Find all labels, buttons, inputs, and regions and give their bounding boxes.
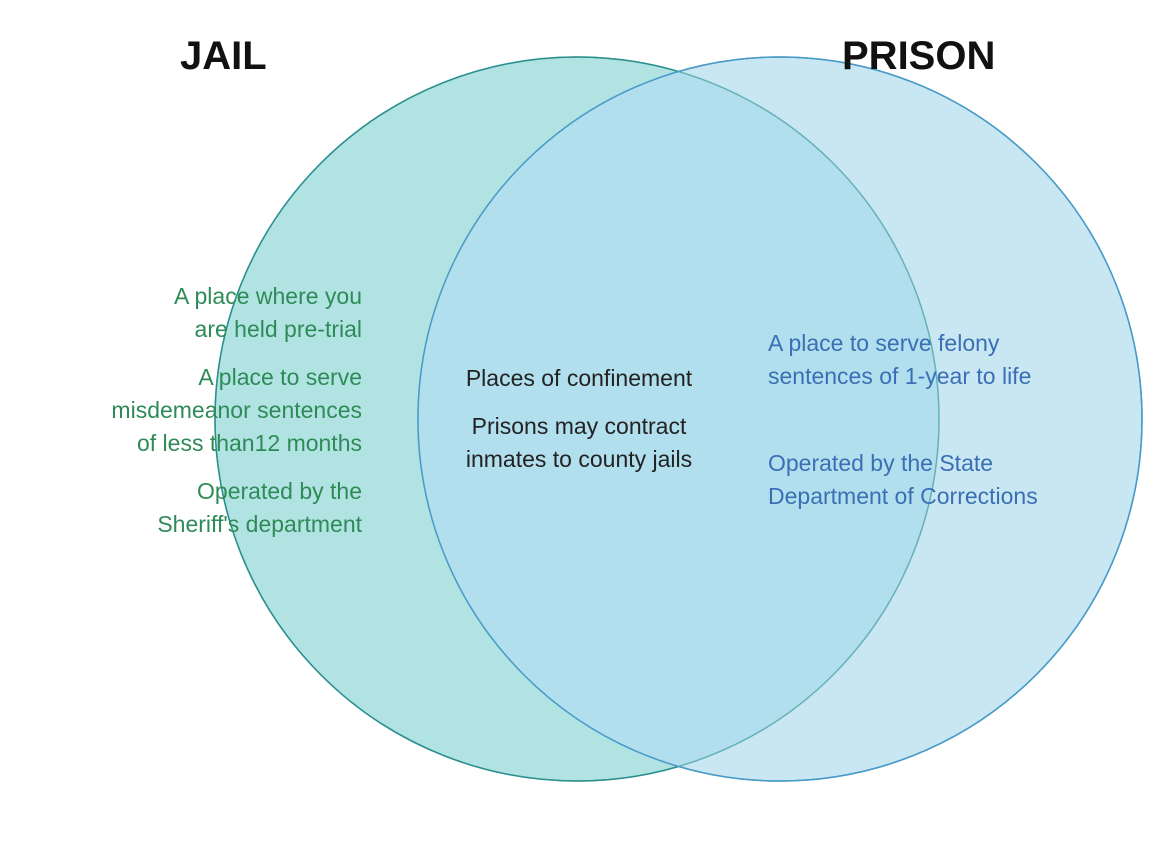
prison-item-felony: A place to serve felony sentences of 1-y…: [768, 327, 1038, 393]
prison-item-line: sentences of 1-year to life: [768, 363, 1032, 389]
overlap-region: [418, 57, 939, 781]
shared-item-contract: Prisons may contract inmates to county j…: [400, 410, 758, 476]
prison-item-operator: Operated by the State Department of Corr…: [768, 447, 1038, 513]
jail-item-line: misdemeanor sentences: [111, 397, 362, 423]
jail-item-line: are held pre-trial: [194, 316, 362, 342]
shared-item-line: Places of confinement: [465, 365, 693, 391]
shared-item-confinement: Places of confinement: [400, 362, 758, 395]
prison-circle-outline: [417, 56, 1143, 782]
shared-item-line: Prisons may contract: [471, 413, 687, 439]
prison-item-line: A place to serve felony: [768, 330, 1000, 356]
jail-item-line: of less than12 months: [136, 430, 362, 456]
prison-title: PRISON: [842, 34, 996, 78]
jail-item-operator: Operated by the Sheriff's department: [111, 475, 362, 541]
jail-item-misdemeanor: A place to serve misdemeanor sentences o…: [111, 361, 362, 460]
jail-item-line: A place where you: [174, 283, 362, 309]
jail-title: JAIL: [180, 34, 267, 78]
prison-only-text: A place to serve felony sentences of 1-y…: [768, 327, 1038, 513]
jail-item-pretrial: A place where you are held pre-trial: [111, 280, 362, 346]
shared-item-line: inmates to county jails: [465, 446, 693, 472]
jail-only-text: A place where you are held pre-trial A p…: [111, 280, 362, 541]
jail-item-line: A place to serve: [198, 364, 362, 390]
jail-item-line: Sheriff's department: [157, 511, 362, 537]
jail-circle-outline: [214, 56, 940, 782]
prison-item-line: Operated by the State: [768, 450, 994, 476]
prison-item-line: Department of Corrections: [768, 483, 1038, 509]
jail-item-line: Operated by the: [197, 478, 362, 504]
shared-text: Places of confinement Prisons may contra…: [400, 362, 758, 476]
